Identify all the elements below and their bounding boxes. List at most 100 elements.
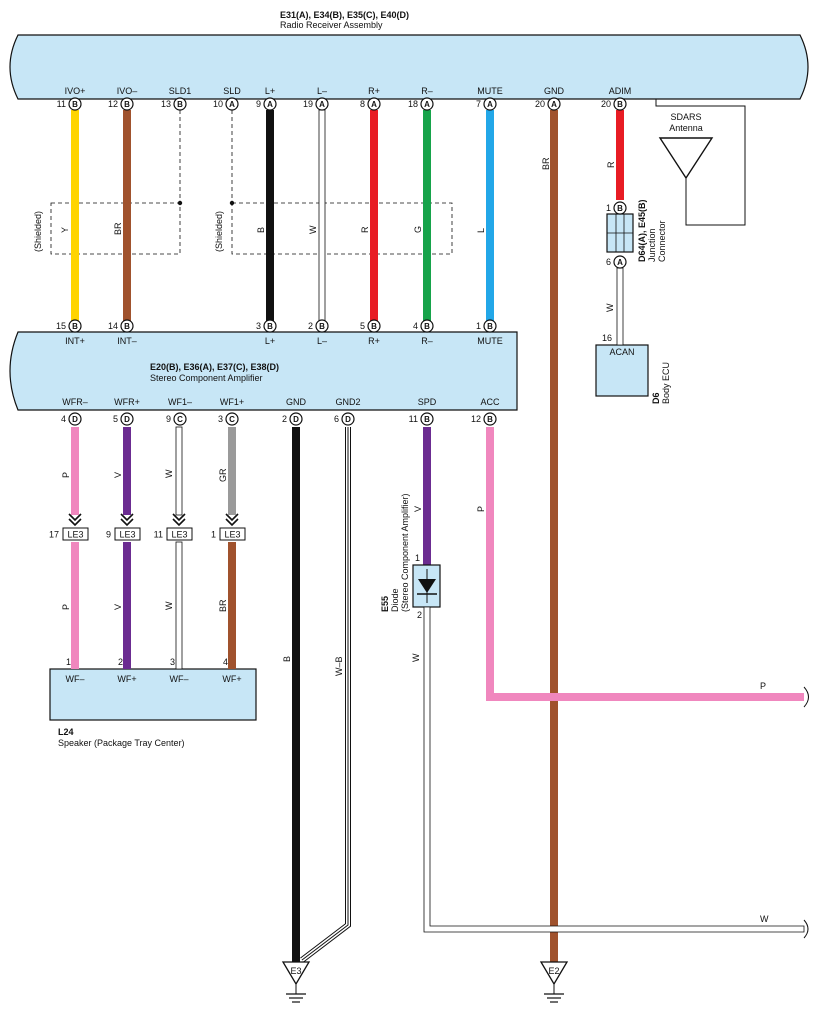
amp-bottom-terminal-8-label: ACC xyxy=(480,397,500,407)
amp-top-terminal-5-pin-connector: B xyxy=(371,322,377,331)
amp-bottom-terminal-2-pin-connector: D xyxy=(124,415,130,424)
svg-text:1: 1 xyxy=(211,530,216,540)
amp-top-terminal-5-pin-circle xyxy=(367,319,381,333)
radio-terminal-11-label: ADIM xyxy=(609,86,632,96)
wire-label-gr-top: GR xyxy=(218,468,228,482)
radio-terminal-1-pin-circle xyxy=(68,97,82,111)
amp-bottom-terminal-2-label: WFR+ xyxy=(114,397,140,407)
amp-bottom-terminal-5-pin-number: 2 xyxy=(282,414,287,424)
svg-text:11: 11 xyxy=(154,530,163,540)
amp-bottom-terminal-3-label: WF1– xyxy=(168,397,192,407)
amp-bottom-terminal-1-pin-connector: D xyxy=(72,415,78,424)
speaker-pin-3: 3 xyxy=(170,657,175,667)
wire-label-acc-right: P xyxy=(760,681,766,691)
radio-terminal-1-pin-connector: B xyxy=(72,100,78,109)
radio-terminal-5-pin-connector: A xyxy=(267,100,273,109)
pin-layer: IVO+B11IVO–B12SLD1B13SLDA10L+A9L–A19R+A8… xyxy=(56,86,632,426)
ground-e3: E3 xyxy=(281,961,311,1003)
amp-top-terminal-4-pin-number: 2 xyxy=(308,321,313,331)
radio-terminal-3-pin-number: 13 xyxy=(161,99,171,109)
le3-connector-2: LE3 9 xyxy=(106,513,141,541)
svg-text:17: 17 xyxy=(49,530,59,540)
amp-bottom-terminal-2-pin-circle xyxy=(120,412,134,426)
amplifier-box xyxy=(9,331,518,411)
amp-top-terminal-3-pin-connector: B xyxy=(267,322,273,331)
radio-terminal-9-pin-number: 7 xyxy=(476,99,481,109)
radio-terminal-10-label: GND xyxy=(544,86,565,96)
radio-terminal-11-pin-number: 20 xyxy=(601,99,611,109)
svg-text:LE3: LE3 xyxy=(224,530,240,540)
amp-top-terminal-5-pin-number: 5 xyxy=(360,321,365,331)
wire-label-spd-v: V xyxy=(413,506,423,512)
amp-top-terminal-4-pin-circle xyxy=(315,319,329,333)
radio-terminal-4-label: SLD xyxy=(223,86,241,96)
radio-name: Radio Receiver Assembly xyxy=(280,20,383,30)
amp-bottom-terminal-6-pin-number: 6 xyxy=(334,414,339,424)
junction-bottom-pin-connector: A xyxy=(617,258,623,267)
radio-terminal-2-pin-connector: B xyxy=(124,100,130,109)
svg-text:LE3: LE3 xyxy=(171,530,187,540)
radio-terminal-7-pin-circle xyxy=(367,97,381,111)
speaker-pin-4: 4 xyxy=(223,657,228,667)
radio-receiver-box xyxy=(9,34,809,100)
amp-top-terminal-6-pin-connector: B xyxy=(424,322,430,331)
amp-top-terminal-1-label: INT+ xyxy=(65,336,85,346)
wire-label-amp-gnd: B xyxy=(282,656,292,662)
diode-line2: (Stereo Component Amplifier) xyxy=(400,493,410,612)
amp-top-terminal-6-pin-number: 4 xyxy=(413,321,418,331)
amp-bottom-terminal-8-pin-circle xyxy=(483,412,497,426)
wire-amp-gnd2-inner xyxy=(300,427,350,962)
speaker-label-4: WF+ xyxy=(222,674,241,684)
amplifier-codes: E20(B), E36(A), E37(C), E38(D) xyxy=(150,362,279,372)
wire-label-p-top: P xyxy=(61,472,71,478)
wire-junction-to-ecu xyxy=(616,267,624,346)
wire-label-adim-r: R xyxy=(606,161,616,168)
radio-terminal-11-pin-connector: B xyxy=(617,100,623,109)
amp-top-terminal-4-label: L– xyxy=(317,336,327,346)
radio-terminal-6-pin-circle xyxy=(315,97,329,111)
radio-terminal-10-pin-connector: A xyxy=(551,100,557,109)
radio-terminal-6-label: L– xyxy=(317,86,327,96)
radio-terminal-8-label: R– xyxy=(421,86,433,96)
sdars-line1: SDARS xyxy=(670,112,701,122)
body-ecu-label: ACAN xyxy=(609,347,634,357)
amp-top-terminal-2-pin-circle xyxy=(120,319,134,333)
amp-bottom-terminal-1-label: WFR– xyxy=(62,397,88,407)
wire-label-junction-w: W xyxy=(605,303,615,312)
wire-break-w xyxy=(803,919,809,939)
radio-terminal-1-pin-number: 11 xyxy=(57,99,66,109)
wire-label-p-bottom: P xyxy=(61,604,71,610)
junction-line2: Connector xyxy=(657,220,667,262)
amp-bottom-terminal-4-pin-connector: C xyxy=(229,415,235,424)
amp-bottom-terminal-7-pin-connector: B xyxy=(424,415,430,424)
amp-bottom-terminal-3-pin-connector: C xyxy=(177,415,183,424)
amp-bottom-terminal-4-pin-number: 3 xyxy=(218,414,223,424)
radio-terminal-6-pin-number: 19 xyxy=(303,99,313,109)
body-ecu-pin: 16 xyxy=(602,333,612,343)
amp-top-terminal-6-label: R– xyxy=(421,336,433,346)
svg-text:E3: E3 xyxy=(290,966,301,976)
wire-label-br-bottom: BR xyxy=(218,599,228,612)
junction-codes: D64(A), E45(B) xyxy=(637,199,647,262)
amp-top-terminal-7-pin-connector: B xyxy=(487,322,493,331)
amp-bottom-terminal-5-pin-circle xyxy=(289,412,303,426)
amp-bottom-terminal-7-label: SPD xyxy=(418,397,437,407)
radio-terminal-7-pin-connector: A xyxy=(371,100,377,109)
radio-terminal-10-pin-circle xyxy=(547,97,561,111)
radio-terminal-4-pin-circle xyxy=(225,97,239,111)
radio-terminal-6-pin-connector: A xyxy=(319,100,325,109)
wire-acc xyxy=(486,427,804,701)
wire-label-w-top: W xyxy=(164,469,174,478)
amp-bottom-terminal-3-pin-number: 9 xyxy=(166,414,171,424)
amp-top-terminal-1-pin-number: 15 xyxy=(56,321,66,331)
ground-e2: E2 xyxy=(539,961,569,1003)
amp-top-terminal-7-label: MUTE xyxy=(477,336,503,346)
shield-splice-left xyxy=(177,200,183,206)
amp-bottom-terminal-5-pin-connector: D xyxy=(293,415,299,424)
wire-label-v-top: V xyxy=(113,472,123,478)
amp-bottom-terminal-4-pin-circle xyxy=(225,412,239,426)
body-ecu-name: Body ECU xyxy=(661,362,671,404)
amp-bottom-terminal-7-pin-number: 11 xyxy=(409,414,418,424)
wire-label-spd-w: W xyxy=(411,653,421,662)
radio-terminal-11-pin-circle xyxy=(613,97,627,111)
